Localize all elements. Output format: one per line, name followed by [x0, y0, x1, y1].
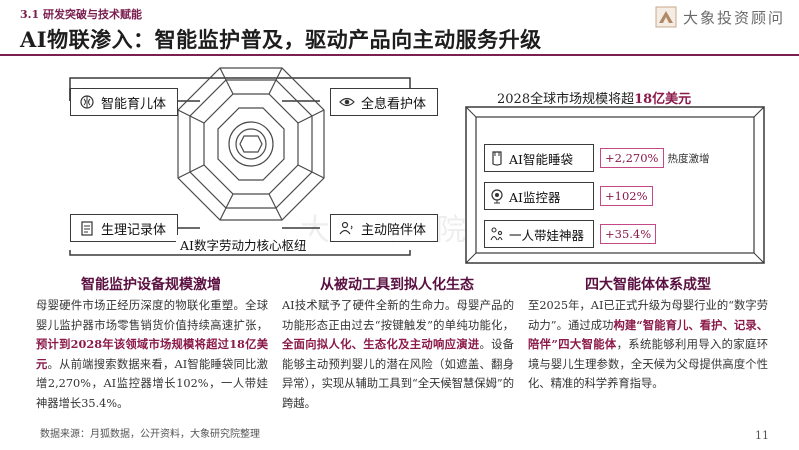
stat-row-parenting-gadget: 一人带娃神器 +35.4%	[484, 220, 657, 248]
feature-box-active-companion: 主动陪伴体	[330, 214, 438, 242]
section-label: 3.1 研发突破与技术赋能	[20, 8, 142, 21]
hub-emblem-icon	[177, 67, 325, 221]
stat-name: AI监控器	[484, 182, 594, 210]
column-heading-2: 从被动工具到拟人化生态	[320, 277, 474, 293]
feature-label: 全息看护体	[361, 96, 427, 112]
stat-name: AI智能睡袋	[484, 144, 594, 172]
hub-label: AI数字劳动力核心枢纽	[176, 235, 311, 254]
feature-label: 生理记录体	[101, 222, 167, 238]
stat-value: +102%	[600, 186, 653, 206]
page-title: AI物联渗入：智能监护普及，驱动产品向主动服务升级	[20, 27, 542, 52]
companion-icon	[339, 221, 353, 235]
data-source: 数据来源：月狐数据，公开资料，大象研究院整理	[40, 429, 260, 440]
feature-box-holographic-care: 全息看护体	[330, 88, 438, 116]
column-text-3: 至2025年，AI已正式升级为母婴行业的“数字劳动力”。通过成功构建“智能育儿、…	[528, 299, 769, 390]
column-heading-3: 四大智能体体系成型	[585, 277, 711, 293]
feature-box-physiological-record: 生理记录体	[70, 214, 178, 242]
column-heading-1: 智能监护设备规模激增	[81, 277, 221, 293]
feature-label: 智能育儿体	[101, 96, 167, 112]
column-text-1: 母婴硬件市场正经历深度的物联化重塑。全球婴儿监护器市场零售销货价值持续高速扩张，…	[36, 299, 268, 410]
stat-note: 热度激增	[667, 152, 710, 165]
brand-logo: 大象投资顾问	[655, 6, 785, 28]
stat-value: +2,270%	[600, 148, 664, 168]
camera-icon	[491, 189, 503, 204]
stats-title-highlight: 18亿美元	[634, 92, 692, 107]
logo-text: 大象投资顾问	[682, 8, 785, 27]
header-divider	[0, 54, 799, 56]
parent-child-icon	[490, 227, 503, 241]
feature-box-smart-parenting: 智能育儿体	[70, 88, 178, 116]
eye-icon	[339, 97, 355, 107]
brain-icon	[80, 95, 94, 109]
stats-title: 2028全球市场规模将超18亿美元	[497, 88, 691, 107]
stat-name: 一人带娃神器	[484, 220, 594, 248]
clipboard-icon	[81, 221, 93, 236]
stat-row-monitor: AI监控器 +102%	[484, 182, 653, 210]
feature-label: 主动陪伴体	[361, 222, 427, 238]
stat-value: +35.4%	[600, 224, 657, 244]
column-text-2: AI技术赋予了硬件全新的生命力。母婴产品的功能形态正由过去“按键触发”的单纯功能…	[282, 299, 514, 410]
page-number: 11	[755, 429, 769, 442]
stats-title-prefix: 2028全球市场规模将超	[497, 92, 635, 107]
stat-row-sleeping-bag: AI智能睡袋 +2,270% 热度激增	[484, 144, 710, 172]
sleeping-bag-icon	[492, 151, 502, 166]
elephant-logo-icon	[655, 6, 677, 28]
